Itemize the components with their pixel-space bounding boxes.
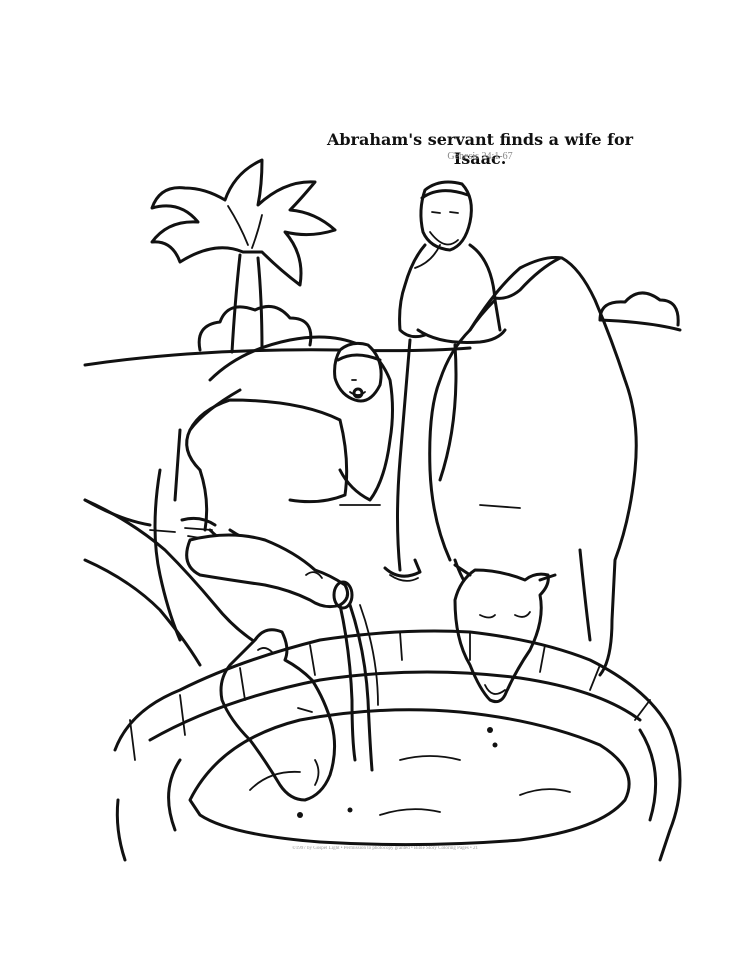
servant bbox=[383, 180, 507, 582]
well bbox=[113, 629, 682, 862]
well-water bbox=[188, 708, 631, 847]
bushes bbox=[197, 291, 680, 352]
copyright-notice: ©1997 by Gospel Light • Permission to ph… bbox=[291, 846, 479, 851]
scripture-reference: Genesis 24:1-67 bbox=[447, 151, 513, 162]
camel-drinking bbox=[83, 498, 353, 818]
rebekah bbox=[153, 335, 394, 642]
water-jar bbox=[185, 533, 354, 610]
water-stream bbox=[338, 603, 379, 772]
page-title: Abraham's servant finds a wife for Isaac… bbox=[326, 130, 634, 168]
palm-tree bbox=[150, 158, 337, 354]
